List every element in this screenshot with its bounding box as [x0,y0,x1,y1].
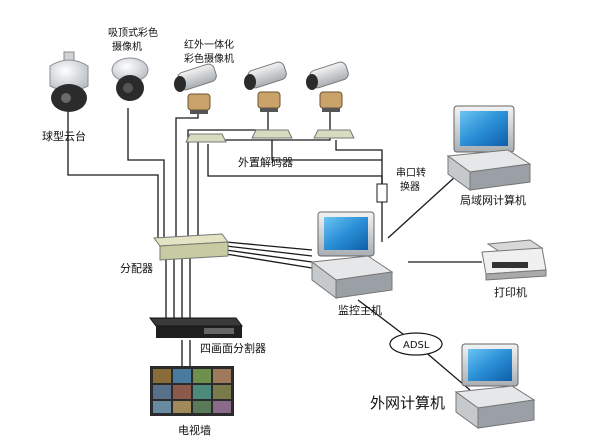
tv-wall-icon [150,366,234,416]
ir-camera-label-1: 红外一体化 [184,38,234,51]
ir-camera-label-2: 彩色摄像机 [184,52,234,65]
ir-bullet-camera-icon [306,61,349,112]
lan-pc-label: 局域网计算机 [460,193,526,207]
serial-converter-icon [376,183,388,203]
host-label: 监控主机 [338,303,382,317]
wan-computer-icon [454,343,536,429]
wan-pc-label: 外网计算机 [370,394,445,412]
ir-bullet-camera-icon [174,63,217,114]
tv-wall-label: 电视墙 [178,423,211,437]
wire-decoder2-to-converter [271,140,382,161]
printer-label: 打印机 [494,285,527,299]
ir-bullet-camera-icon [244,61,287,112]
connection-wires [67,98,482,391]
wire-dist-host-3 [225,249,313,263]
wire-dist-host-1 [225,241,313,251]
wire-host-to-lan [387,175,457,239]
lan-computer-icon [446,105,532,191]
wire-dist-host-2 [225,245,313,257]
distributor-icon [153,233,229,261]
ceiling-camera-label-2: 摄像机 [112,40,142,53]
dome-ptz-label: 球型云台 [42,129,86,143]
adsl-cloud-icon [389,332,443,356]
ceiling-dome-camera-icon [111,57,149,101]
monitor-host-icon [310,211,394,299]
ceiling-camera-label-1: 吸顶式彩色 [108,26,158,39]
wire-dome-to-distributor [67,160,159,240]
distributor-label: 分配器 [120,262,153,275]
quad-splitter-icon [149,317,243,338]
wire-ir3-to-distributor [197,98,331,240]
wire-dist-host-4 [225,253,313,269]
decoder-label: 外置解码器 [238,155,293,169]
wire-decoder3-to-converter [335,140,383,186]
serial-converter-label-1: 串口转 [396,166,426,179]
decoder-icon [185,129,355,143]
wire-ceiling-to-distributor [127,108,165,240]
splitter-label: 四画面分割器 [200,341,266,355]
serial-converter-label-2: 换器 [400,180,420,193]
adsl-label: ADSL [403,340,430,351]
wire-ir1-to-distributor [175,100,199,240]
wire-ir2-to-distributor [187,98,269,240]
printer-icon [481,239,547,281]
dome-ptz-camera-icon [49,51,89,160]
